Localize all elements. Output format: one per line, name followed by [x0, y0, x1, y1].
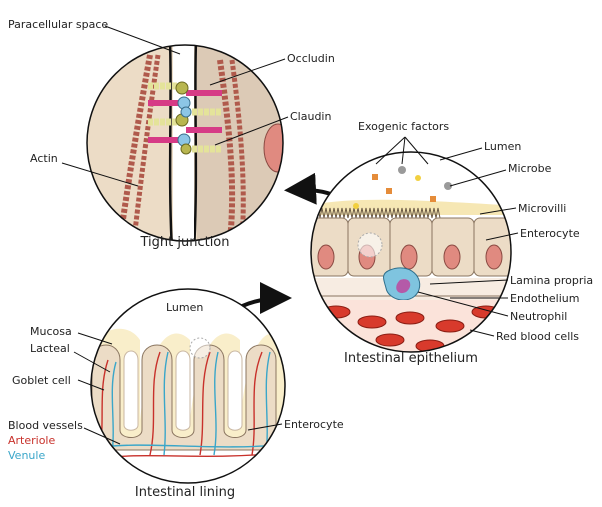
villus-lumen-3: [227, 350, 243, 431]
label-blood-vessels: Blood vessels: [8, 419, 83, 432]
tight-junction-panel: Paracellular space Occludin Claudin Acti…: [8, 18, 335, 250]
villus-lumen-2: [175, 350, 191, 431]
label-venule: Venule: [8, 449, 45, 462]
tj-membrane-right: [192, 45, 198, 241]
title-tight-junction: Tight junction: [139, 235, 229, 250]
enterocyte-nuclei: [317, 244, 503, 270]
label-microbe: Microbe: [508, 162, 552, 175]
actin-filaments: [117, 54, 246, 241]
label-endothelium: Endothelium: [510, 292, 580, 305]
title-intestinal-epithelium: Intestinal epithelium: [344, 351, 478, 366]
villus-lumen-1: [123, 350, 139, 431]
label-lumen-lining: Lumen: [166, 301, 203, 314]
label-red-blood-cells: Red blood cells: [496, 330, 579, 343]
label-occludin: Occludin: [287, 52, 335, 65]
neutrophil-nucleus: [396, 279, 411, 294]
junction-highlight: [357, 232, 383, 258]
epithelium-panel: Exogenic factors Lumen Microbe Microvill…: [310, 120, 593, 366]
intestinal-lining-panel: Lumen Mucosa Lacteal Goblet cell Blood v…: [8, 288, 344, 500]
label-enterocyte-lining: Enterocyte: [284, 418, 344, 431]
label-paracellular-space: Paracellular space: [8, 18, 108, 31]
tj-circle-outline: [86, 44, 284, 242]
label-lacteal: Lacteal: [30, 342, 70, 355]
label-claudin: Claudin: [290, 110, 331, 123]
epithelium-circle-outline: [310, 151, 512, 353]
lining-circle-outline: [90, 288, 286, 484]
exogenic-particles: [353, 166, 452, 209]
label-actin: Actin: [30, 152, 58, 165]
label-arteriole: Arteriole: [8, 434, 55, 447]
label-exogenic-factors: Exogenic factors: [358, 120, 449, 133]
title-intestinal-lining: Intestinal lining: [135, 485, 235, 500]
label-enterocyte-epithelium: Enterocyte: [520, 227, 580, 240]
label-mucosa: Mucosa: [30, 325, 72, 338]
label-lamina-propria: Lamina propria: [510, 274, 593, 287]
lining-highlight: [189, 337, 211, 359]
tj-nucleus: [263, 123, 283, 173]
label-neutrophil: Neutrophil: [510, 310, 567, 323]
label-lumen-epithelium: Lumen: [484, 140, 521, 153]
label-goblet-cell: Goblet cell: [12, 374, 71, 387]
junction-strands: [148, 81, 222, 155]
label-microvilli: Microvilli: [518, 202, 566, 215]
